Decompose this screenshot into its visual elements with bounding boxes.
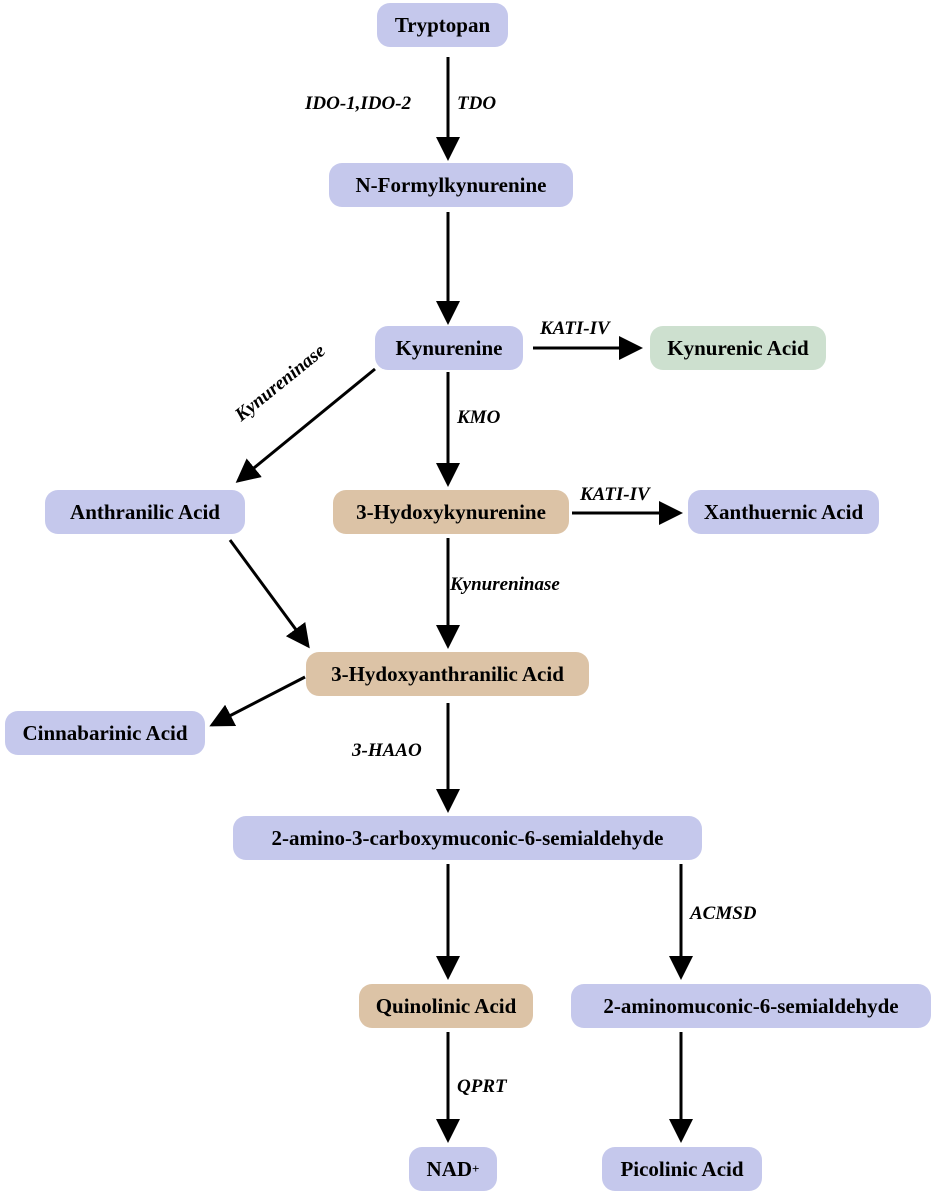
- node-kynurenic-acid: Kynurenic Acid: [650, 326, 826, 370]
- enzyme-label-kmo: KMO: [457, 407, 501, 428]
- enzyme-label-3-haao: 3-HAAO: [352, 740, 422, 761]
- enzyme-label-tdo: TDO: [457, 93, 497, 114]
- node-nad: NAD+: [409, 1147, 497, 1191]
- enzyme-label-kat-xanthurenic: KATI-IV: [580, 484, 650, 505]
- node-xanthurenic-acid: Xanthuernic Acid: [688, 490, 879, 534]
- enzyme-label-ido: IDO-1,IDO-2: [305, 93, 412, 114]
- node-cinnabarinic-acid: Cinnabarinic Acid: [5, 711, 205, 755]
- node-anthranilic-acid: Anthranilic Acid: [45, 490, 245, 534]
- arrow-kynurenine-to-anthranilic: [235, 367, 376, 483]
- node-3-hydroxykynurenine: 3-Hydoxykynurenine: [333, 490, 569, 534]
- enzyme-label-kynureninase-3hk: Kynureninase: [450, 574, 560, 595]
- node-ams: 2-aminomuconic-6-semialdehyde: [571, 984, 931, 1028]
- node-acms: 2-amino-3-carboxymuconic-6-semialdehyde: [233, 816, 702, 860]
- node-picolinic-acid: Picolinic Acid: [602, 1147, 762, 1191]
- node-tryptophan: Tryptopan: [377, 3, 508, 47]
- enzyme-label-acmsd: ACMSD: [690, 903, 757, 924]
- arrow-3haa-to-cinnabarinic: [209, 675, 306, 727]
- node-n-formylkynurenine: N-Formylkynurenine: [329, 163, 573, 207]
- enzyme-label-kat-kynurenic: KATI-IV: [540, 318, 610, 339]
- node-3-hydroxyanthranilic-acid: 3-Hydoxyanthranilic Acid: [306, 652, 589, 696]
- arrow-anthranilic-to-3haa: [228, 539, 310, 649]
- node-kynurenine: Kynurenine: [375, 326, 523, 370]
- enzyme-label-qprt: QPRT: [457, 1076, 507, 1097]
- node-quinolinic-acid: Quinolinic Acid: [359, 984, 533, 1028]
- nad-superscript: +: [472, 1161, 480, 1176]
- nad-label: NAD: [426, 1156, 473, 1181]
